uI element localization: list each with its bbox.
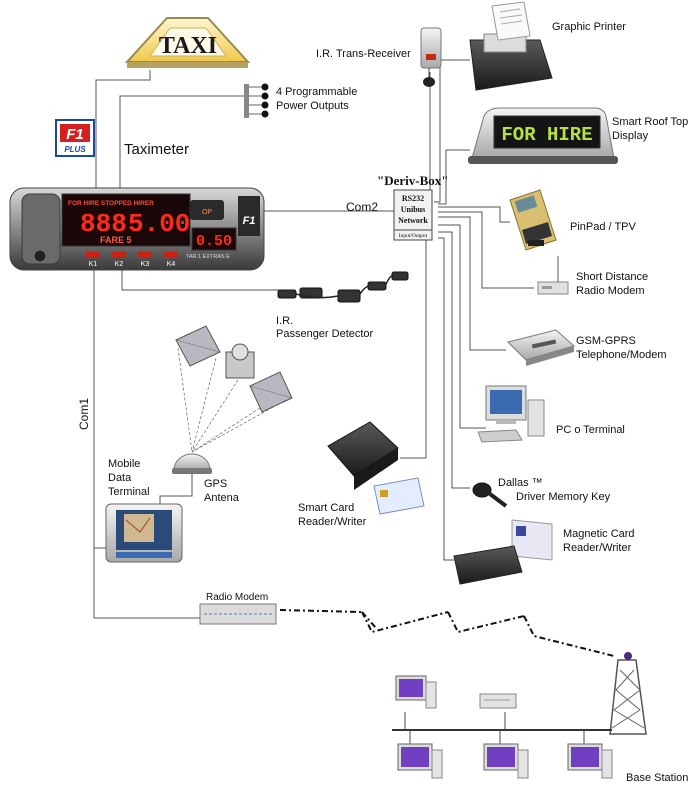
gsm-label-line1: GSM-GPRS xyxy=(576,335,636,347)
short-distance-label-line2: Radio Modem xyxy=(576,285,645,297)
base-pc-4 xyxy=(567,743,613,779)
outputs-line xyxy=(119,95,246,190)
gps-label-line2: Antena xyxy=(204,492,239,504)
base-pc-3 xyxy=(483,743,529,779)
mdt-label-line1: Mobile xyxy=(108,458,141,470)
meter-extras-label: TAR.1 EXTRAS E xyxy=(186,254,230,260)
roof-display-text: FOR HIRE xyxy=(501,124,592,146)
radio-modem-label: Radio Modem xyxy=(206,592,269,603)
com1-label: Com1 xyxy=(77,397,91,430)
gps-satellites xyxy=(175,325,293,453)
ir-trans-receiver-label: I.R. Trans-Receiver xyxy=(316,48,411,60)
sign-to-meter-line xyxy=(95,70,151,190)
taximeter-device: FOR HIRE STOPPED HIRER 888 5.00 FARE 5 O… xyxy=(9,187,265,271)
meter-fare-label: FARE 5 xyxy=(100,235,132,245)
base-pc-1 xyxy=(395,675,437,709)
mdt-label-line3: Terminal xyxy=(108,486,150,498)
key-k4: K4 xyxy=(167,261,176,268)
base-station xyxy=(392,652,647,779)
pinpad-line xyxy=(438,206,510,223)
mdt-device xyxy=(105,503,183,563)
base-server xyxy=(479,693,517,709)
smart-card-device xyxy=(327,421,425,515)
hub-line-network: Network xyxy=(398,216,428,225)
printer-line xyxy=(434,59,470,203)
outputs-label-line1: 4 Programmable xyxy=(276,86,358,98)
roof-top-label-line2: Display xyxy=(612,130,649,142)
meter-brand-mark: F1 xyxy=(243,215,256,227)
taxi-sign: TAXI xyxy=(124,17,251,68)
meter-fare-digits: 888 xyxy=(80,209,127,239)
base-pc-2 xyxy=(397,743,443,779)
base-station-label: Base Station xyxy=(626,772,689,784)
smart-card-label-line1: Smart Card xyxy=(298,502,355,514)
gps-mdt-line xyxy=(159,474,193,506)
short-radio-modem-device xyxy=(537,256,569,295)
taxi-sign-text: TAXI xyxy=(159,33,217,59)
meter-status-line: FOR HIRE STOPPED HIRER xyxy=(68,200,154,207)
taximeter-title: Taximeter xyxy=(124,141,190,158)
meter-fare-amount: 5.00 xyxy=(128,209,190,239)
smart-card-label-line2: Reader/Writer xyxy=(298,516,367,528)
outputs-connector xyxy=(244,83,269,118)
pc-line xyxy=(438,224,486,429)
hub-line-unibus: Unibus xyxy=(401,205,425,214)
dallas-label-line2: Driver Memory Key xyxy=(516,491,611,503)
gps-satellite-body xyxy=(225,343,255,379)
pc-terminal-device xyxy=(477,385,545,443)
roof-line xyxy=(438,149,470,205)
short-distance-label-line1: Short Distance xyxy=(576,271,649,283)
pinpad-device xyxy=(509,189,557,251)
connection-lines xyxy=(93,59,534,619)
pinpad-label: PinPad / TPV xyxy=(570,221,636,233)
mdt-label-line2: Data xyxy=(108,472,132,484)
magnetic-label-line1: Magnetic Card xyxy=(563,528,635,540)
dallas-label-line1: Dallas ™ xyxy=(498,477,543,489)
hub-title: "Deriv-Box" xyxy=(377,173,449,188)
magnetic-card-device xyxy=(453,519,553,585)
magnetic-line xyxy=(438,237,454,561)
ir-trans-receiver-device xyxy=(420,27,442,87)
meter-op-label: OP xyxy=(202,209,212,216)
radio-tower xyxy=(609,652,647,735)
hub-footer: Input/Output xyxy=(399,233,428,239)
com2-label: Com2 xyxy=(346,200,379,214)
passenger-detector-device xyxy=(277,271,409,303)
deriv-box: RS232 Unibus Network Input/Output xyxy=(393,189,433,241)
graphic-printer-device xyxy=(469,1,553,91)
gps-satellite-right xyxy=(249,371,293,413)
smartcard-line xyxy=(400,240,427,459)
key-k2: K2 xyxy=(115,261,124,268)
radio-link xyxy=(279,609,615,657)
f1-plus-logo: F1 PLUS xyxy=(55,119,95,157)
gps-label-line1: GPS xyxy=(204,478,228,490)
com1-line xyxy=(93,268,200,619)
passenger-detector-label-line1: I.R. xyxy=(276,315,294,327)
shortradio-line xyxy=(438,211,534,289)
pc-label: PC o Terminal xyxy=(556,424,625,436)
dallas-key-device xyxy=(472,482,508,508)
passenger-detector-line xyxy=(121,268,280,291)
gsm-label-line2: Telephone/Modem xyxy=(576,349,667,361)
dallas-line xyxy=(438,231,470,489)
hub-line-rs232: RS232 xyxy=(402,194,424,203)
gps-satellite-left xyxy=(175,325,221,367)
radio-modem-device xyxy=(199,603,277,625)
magnetic-label-line2: Reader/Writer xyxy=(563,542,632,554)
roof-display-device: FOR HIRE xyxy=(468,107,618,164)
passenger-detector-label-line2: Passenger Detector xyxy=(276,328,374,340)
graphic-printer-label: Graphic Printer xyxy=(552,21,626,33)
key-k3: K3 xyxy=(141,261,150,268)
outputs-label-line2: Power Outputs xyxy=(276,100,349,112)
key-k1: K1 xyxy=(89,261,98,268)
logo-f1-text: F1 xyxy=(66,126,84,143)
logo-plus-text: PLUS xyxy=(64,145,86,154)
roof-top-label-line1: Smart Roof Top xyxy=(612,116,689,128)
gps-antenna-device xyxy=(172,453,212,474)
gsm-line xyxy=(438,216,506,351)
meter-extras-amount: 0.50 xyxy=(196,233,232,250)
gsm-modem-device xyxy=(507,329,576,366)
meter-keys: K1 K2 K3 K4 xyxy=(86,252,178,268)
